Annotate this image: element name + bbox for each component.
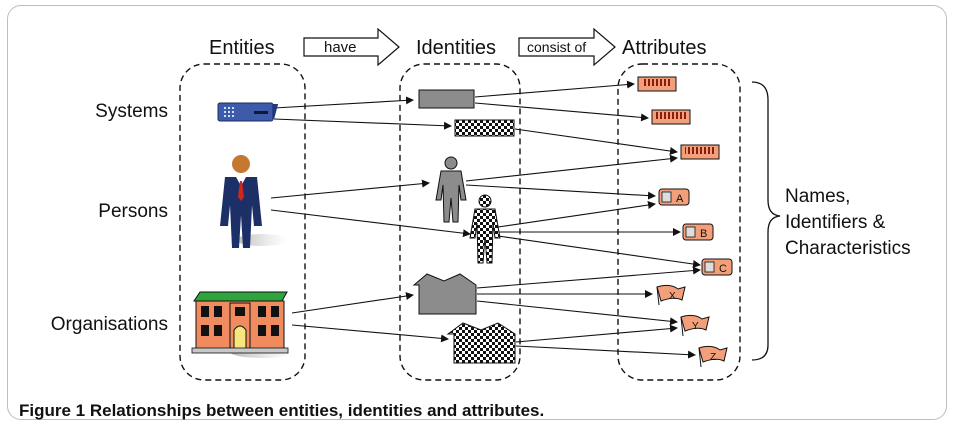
system-identity-checkered — [454, 119, 515, 137]
identities-group — [399, 63, 521, 381]
bracket-label-line2: Identifiers & — [785, 212, 886, 233]
id-card-b-icon: B — [682, 223, 714, 241]
org-identity-checkered — [446, 322, 516, 364]
card-b-label: B — [700, 228, 707, 240]
header-entities: Entities — [209, 37, 275, 59]
have-arrow: have — [303, 27, 400, 67]
arrow-building-to-house — [291, 292, 414, 314]
bracket-brace — [751, 81, 781, 361]
arrow-box-to-barcode1 — [474, 80, 635, 98]
arrow-solid-to-barcode3 — [465, 154, 678, 182]
org-identity-house — [412, 273, 477, 315]
person-identity-solid — [435, 156, 467, 223]
header-identities: Identities — [416, 37, 496, 59]
arrow-solid-to-card-a — [465, 184, 656, 200]
arrow-house-to-card-c — [476, 266, 701, 289]
arrow-server-to-checkbox — [273, 118, 452, 130]
header-attributes: Attributes — [622, 37, 706, 59]
bracket-label-line1: Names, — [785, 186, 850, 207]
person-icon — [220, 155, 288, 248]
row-label-persons: Persons — [98, 201, 168, 222]
arrow-building-to-checkhouse — [291, 324, 449, 343]
flag-z-label: Z — [710, 352, 716, 363]
flag-x-label: X — [669, 291, 676, 302]
consist-of-arrow: consist of — [518, 27, 616, 67]
arrow-person-to-solid — [270, 179, 430, 199]
system-identity-box — [418, 89, 475, 109]
barcode-icon — [637, 76, 720, 160]
arrow-checkered-to-card-a — [497, 201, 656, 228]
figure-caption: Figure 1 Relationships between entities,… — [19, 401, 545, 420]
arrow-checkered-to-card-c — [497, 235, 701, 268]
figure-frame — [7, 5, 947, 420]
arrow-checkhouse-to-flag-y — [515, 324, 678, 343]
attributes-group — [617, 63, 741, 381]
arrow-house-to-flag-y — [476, 300, 678, 326]
have-label: have — [324, 39, 357, 56]
bracket-label-line3: Characteristics — [785, 238, 911, 259]
flag-x-icon: X — [656, 284, 686, 306]
flag-y-icon: Y — [680, 314, 710, 337]
consist-of-label: consist of — [527, 39, 586, 55]
flag-z-icon: Z — [698, 345, 728, 368]
id-card-c-icon: C — [701, 258, 733, 276]
flag-y-label: Y — [692, 321, 699, 332]
building-icon — [191, 291, 294, 358]
arrow-checkbox-to-barcode3 — [514, 128, 678, 155]
arrow-box-to-barcode2 — [474, 102, 649, 122]
arrow-person-to-checkered — [270, 209, 471, 238]
server-icon — [217, 102, 279, 122]
arrow-checkhouse-to-flag-z — [515, 345, 696, 359]
card-a-label: A — [676, 193, 684, 205]
arrow-server-to-box — [273, 96, 414, 109]
person-identity-checkered — [469, 194, 501, 264]
row-label-organisations: Organisations — [51, 314, 168, 335]
card-c-label: C — [719, 263, 727, 275]
id-card-a-icon: A — [658, 188, 690, 206]
connection-arrows — [270, 80, 701, 359]
row-label-systems: Systems — [95, 101, 168, 122]
